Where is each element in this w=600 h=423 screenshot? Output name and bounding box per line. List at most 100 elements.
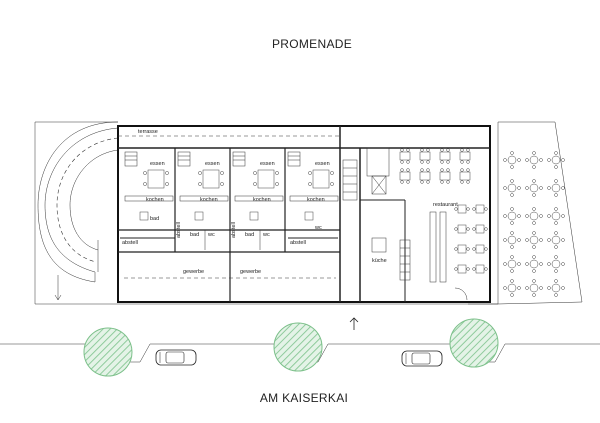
outdoor-chair <box>525 238 529 242</box>
room-label-abstell-3: abstell <box>231 222 237 238</box>
outdoor-chair <box>539 186 543 190</box>
apartment-unit-2: essen kochen abstell bad wc <box>176 148 231 252</box>
restaurant-table <box>475 224 485 234</box>
chair <box>400 148 404 152</box>
outdoor-table <box>529 235 539 245</box>
restaurant-table <box>457 224 467 234</box>
car-icon <box>155 349 197 366</box>
outdoor-chair <box>532 231 536 235</box>
tree-icon <box>273 322 323 372</box>
chair <box>454 207 458 211</box>
outdoor-chair <box>503 214 507 218</box>
site-boundary <box>34 121 583 305</box>
outdoor-chair <box>532 279 536 283</box>
chair <box>426 180 430 184</box>
outdoor-chair <box>503 238 507 242</box>
chair <box>466 148 470 152</box>
chair <box>484 227 488 231</box>
outdoor-chair <box>532 207 536 211</box>
outdoor-chair <box>539 158 543 162</box>
restaurant-table <box>399 151 411 161</box>
outdoor-chair <box>510 255 514 259</box>
outdoor-chair <box>561 286 565 290</box>
room-label-terrace: terrasse <box>138 129 158 135</box>
outdoor-table <box>529 211 539 221</box>
chair <box>406 180 410 184</box>
restaurant-table <box>457 204 467 214</box>
outdoor-chair <box>510 179 514 183</box>
restaurant-table <box>399 171 411 181</box>
outdoor-chair <box>554 269 558 273</box>
restaurant-tables <box>399 148 488 274</box>
kitchen: küche <box>371 200 411 302</box>
outdoor-chair <box>532 193 536 197</box>
chair <box>400 160 404 164</box>
street-label-am-kaiserkai: AM KAISERKAI <box>260 391 348 405</box>
outdoor-table <box>551 155 561 165</box>
outdoor-chair <box>532 255 536 259</box>
chair <box>400 180 404 184</box>
outdoor-chair <box>503 158 507 162</box>
outdoor-chair <box>510 269 514 273</box>
car-icon <box>401 350 443 367</box>
tree-icon <box>83 327 133 377</box>
outdoor-table <box>529 155 539 165</box>
outdoor-table <box>507 211 517 221</box>
outdoor-chair <box>554 151 558 155</box>
outdoor-chair <box>517 186 521 190</box>
outdoor-table <box>507 155 517 165</box>
chair <box>420 160 424 164</box>
outdoor-chair <box>503 262 507 266</box>
chair <box>466 267 470 271</box>
chair <box>466 227 470 231</box>
outdoor-chair <box>539 286 543 290</box>
chair <box>484 207 488 211</box>
restaurant-table <box>439 171 451 181</box>
stair-core <box>342 147 405 201</box>
outdoor-chair <box>547 286 551 290</box>
room-label-kueche: küche <box>372 258 387 264</box>
outdoor-chair <box>561 158 565 162</box>
restaurant: restaurant <box>399 148 488 301</box>
room-label-bad-1: bad <box>150 216 159 222</box>
chair <box>440 180 444 184</box>
chair <box>426 168 430 172</box>
chair <box>484 247 488 251</box>
restaurant-table <box>419 171 431 181</box>
room-label-gewerbe-1: gewerbe <box>183 269 204 275</box>
chair <box>446 148 450 152</box>
room-label-abstell-4: abstell <box>290 240 306 246</box>
restaurant-table <box>475 264 485 274</box>
chair <box>406 168 410 172</box>
outdoor-chair <box>561 238 565 242</box>
outdoor-table <box>551 235 561 245</box>
room-label-wc-4: wc <box>314 225 322 231</box>
outdoor-chair <box>561 186 565 190</box>
outdoor-chair <box>525 158 529 162</box>
chair <box>460 148 464 152</box>
room-label-abstell-2: abstell <box>176 222 182 238</box>
outdoor-seating <box>503 151 565 297</box>
chair <box>406 160 410 164</box>
chair <box>440 168 444 172</box>
chair <box>454 227 458 231</box>
chair <box>466 168 470 172</box>
outdoor-chair <box>532 293 536 297</box>
outdoor-chair <box>554 279 558 283</box>
outdoor-table <box>529 283 539 293</box>
outdoor-table <box>551 259 561 269</box>
chair <box>420 148 424 152</box>
outdoor-chair <box>539 214 543 218</box>
chair <box>446 160 450 164</box>
chair <box>426 160 430 164</box>
outdoor-chair <box>517 286 521 290</box>
outdoor-chair <box>510 231 514 235</box>
street-label-promenade: PROMENADE <box>272 37 352 51</box>
outdoor-chair <box>554 255 558 259</box>
outdoor-chair <box>517 214 521 218</box>
outdoor-chair <box>510 193 514 197</box>
room-label-gewerbe-2: gewerbe <box>240 269 261 275</box>
outdoor-chair <box>532 179 536 183</box>
outdoor-chair <box>554 165 558 169</box>
